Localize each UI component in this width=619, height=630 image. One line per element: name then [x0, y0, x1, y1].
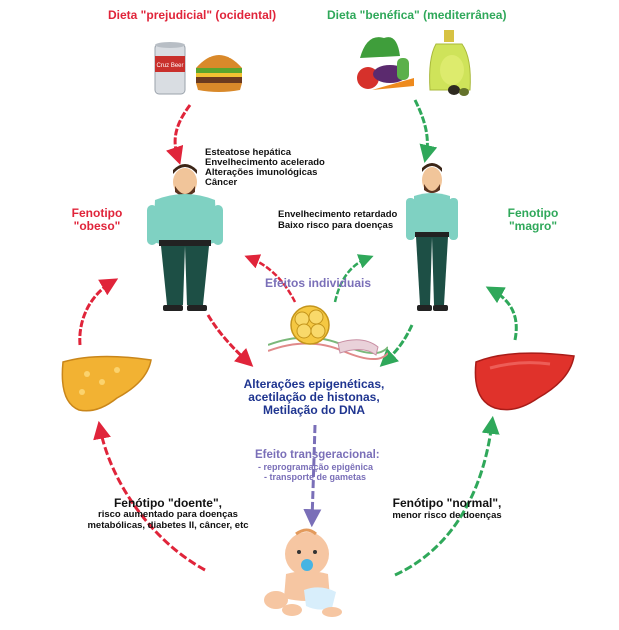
embryo-cells-icon [290, 305, 330, 345]
arrow-cells-to-obese [244, 254, 297, 303]
lean-effect-item: Envelhecimento retardado [278, 209, 398, 220]
individual-effects-label: Efeitos individuais [265, 276, 372, 290]
phenotype-lean-label: Fenotipo "magro" [507, 206, 559, 233]
normal-phenotype-desc: menor risco de doenças [392, 510, 502, 521]
lean-man-figure [406, 163, 458, 311]
obese-effect-item: Câncer [205, 177, 238, 188]
arrow-normal-liver-to-lean [485, 286, 518, 341]
arrow-lean-to-epigenetic [379, 324, 414, 367]
phenotype-obese-label: Fenotipo "obeso" [71, 206, 123, 233]
arrow-diet-bad-to-obese [166, 104, 192, 165]
lean-effect-item: Baixo risco para doenças [278, 220, 394, 231]
diet-good-title: Dieta "benéfica" (mediterrânea) [327, 8, 507, 22]
obese-man-figure [147, 164, 223, 311]
diet-bad-title: Dieta "prejudicial" (ocidental) [108, 8, 277, 22]
arrow-obese-to-epigenetic [206, 314, 254, 367]
baby-figure [264, 528, 342, 617]
arrow-diet-good-to-lean [413, 99, 438, 164]
sick-phenotype-desc: risco aumentado para doenças metabólicas… [87, 509, 249, 531]
pacifier-icon [301, 559, 313, 571]
obese-effect-item: Alterações imunológicas [205, 167, 318, 178]
vegetables-icon [357, 37, 414, 90]
obese-effect-item: Envelhecimento acelerado [205, 157, 325, 168]
obese-effects-list: Esteatose hepática Envelhecimento aceler… [205, 148, 325, 188]
burger-icon [196, 51, 242, 92]
sick-phenotype-title: Fenótipo "doente", [113, 496, 223, 510]
obese-effect-item: Esteatose hepática [205, 147, 292, 158]
arrow-epigenetic-to-baby [303, 424, 322, 528]
epigenetic-changes-label: Alterações epigenéticas, acetilação de h… [243, 377, 385, 417]
embryo-dna-illustration [268, 305, 388, 360]
olive-oil-bottle-icon [429, 30, 471, 91]
transgenerational-item: - transporte de gametas [264, 472, 367, 482]
arrow-cells-to-lean [333, 254, 374, 303]
mediterranean-food-illustration [357, 30, 471, 96]
arrow-sick-liver-to-obese [78, 278, 119, 346]
beer-can-icon: Cruz Beer [154, 42, 186, 95]
arrow-baby-to-sick-liver [93, 420, 206, 572]
healthy-liver-icon [474, 352, 575, 411]
normal-phenotype-title: Fenótipo "normal", [392, 496, 502, 510]
svg-text:Cruz Beer: Cruz Beer [156, 63, 183, 69]
transgenerational-item: - reprogramação epigênica [258, 462, 374, 472]
junk-food-illustration: Cruz Beer [154, 42, 242, 95]
transgenerational-list: - reprogramação epigênica - transporte d… [258, 462, 373, 482]
lean-effects-list: Envelhecimento retardado Baixo risco par… [278, 209, 397, 231]
dna-strand-icon [268, 336, 388, 360]
olives-icon [448, 85, 469, 96]
arrow-baby-to-normal-liver [394, 415, 500, 577]
fatty-liver-icon [61, 355, 152, 412]
transgenerational-title: Efeito transgeracional: [255, 449, 380, 461]
